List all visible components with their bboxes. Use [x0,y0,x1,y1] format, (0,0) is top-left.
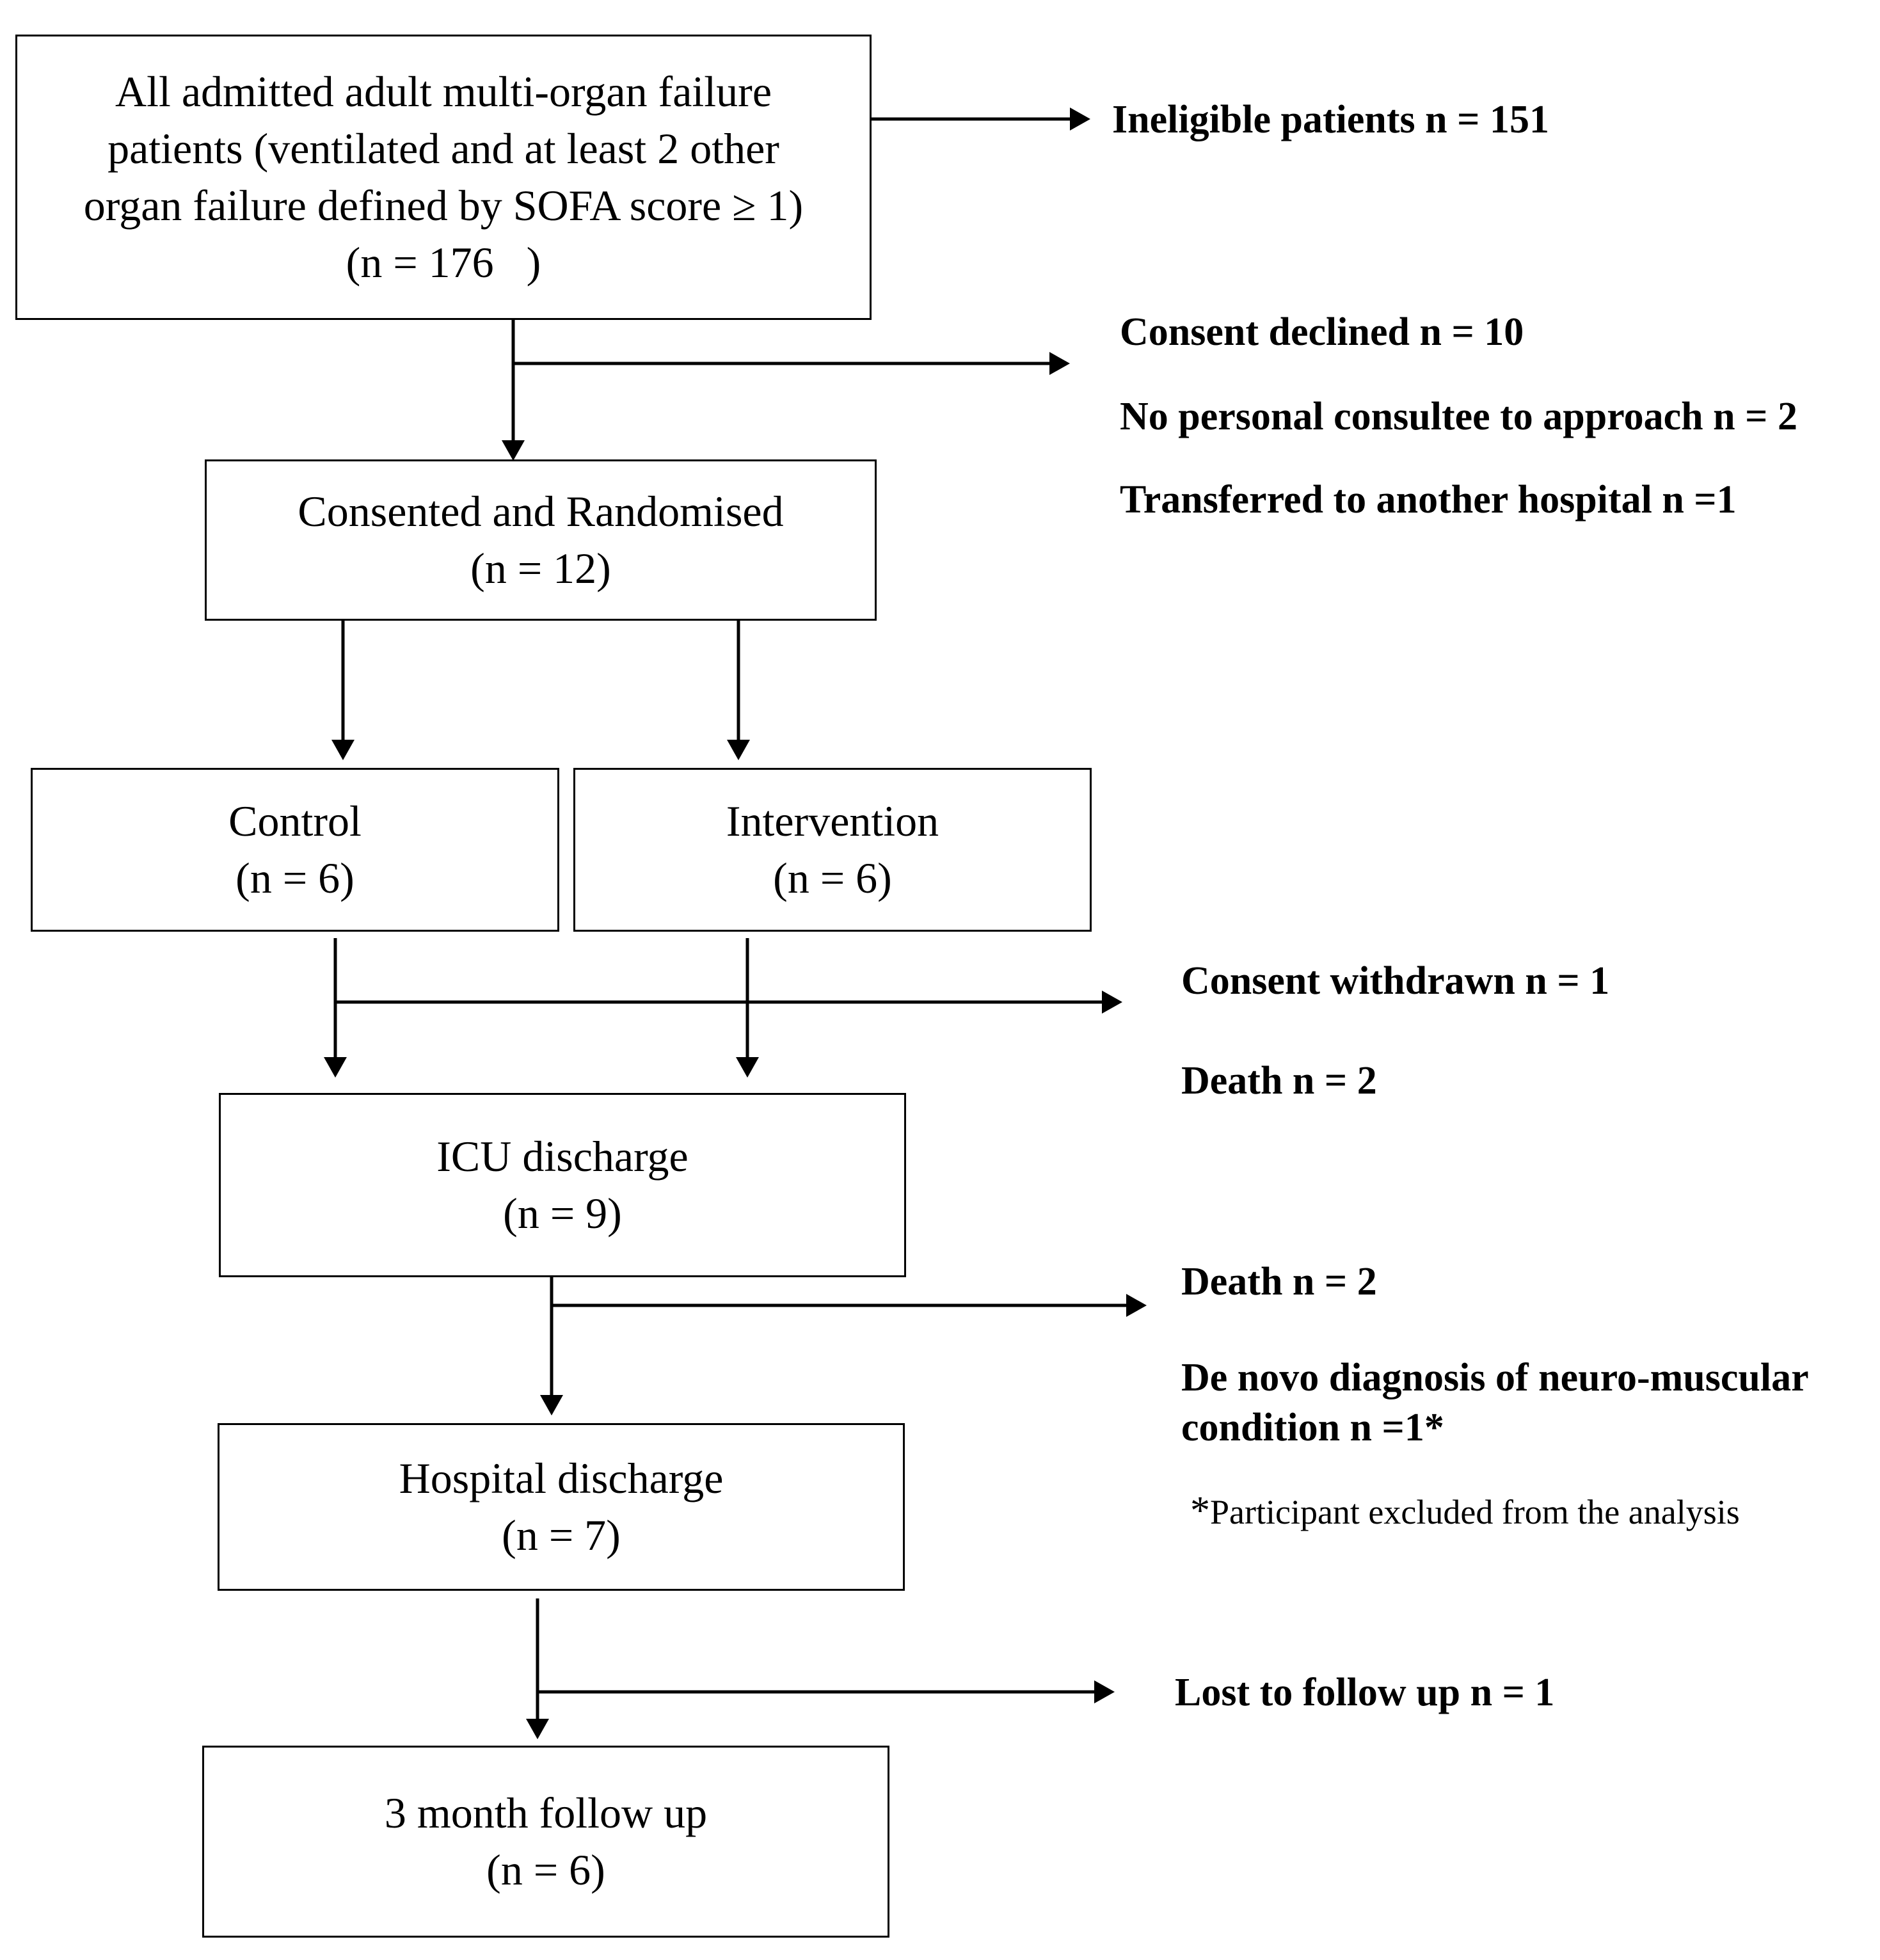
transferred-note: Transferred to another hospital n =1 [1120,478,1737,522]
icu-count: (n = 9) [503,1189,622,1238]
footnote-star: * [1190,1489,1210,1533]
consent-withdrawn-note: Consent withdrawn n = 1 [1181,959,1610,1003]
arrowhead-randomised [502,440,525,461]
admitted-box: All admitted adult multi-organ failure p… [15,35,872,320]
followup-box: 3 month follow up (n = 6) [202,1746,889,1938]
arrowhead-followup [526,1719,549,1739]
death-icu-note: Death n = 2 [1181,1059,1377,1103]
icu-discharge-box: ICU discharge (n = 9) [219,1093,906,1277]
footnote: *Participant excluded from the analysis [1190,1488,1740,1534]
admitted-line-2: patients (ventilated and at least 2 othe… [108,124,779,173]
hospital-title: Hospital discharge [399,1454,724,1502]
admitted-line-3: organ failure defined by SOFA score ≥ 1) [83,181,804,230]
intervention-count: (n = 6) [773,854,892,902]
arrowhead-death-hospital [1126,1294,1147,1317]
arrowhead-control [331,740,354,760]
followup-count: (n = 6) [486,1845,605,1894]
arrowhead-consent-declined [1049,352,1070,375]
control-title: Control [228,797,362,845]
randomised-count: (n = 12) [470,544,611,593]
footnote-text: Participant excluded from the analysis [1210,1493,1740,1531]
intervention-box: Intervention (n = 6) [573,768,1092,932]
arrowhead-intervention [727,740,750,760]
arrowhead-hospital [540,1395,563,1415]
intervention-title: Intervention [726,797,939,845]
ineligible-note: Ineligible patients n = 151 [1112,98,1549,141]
consent-declined-note: Consent declined n = 10 [1120,310,1524,354]
lost-followup-note: Lost to follow up n = 1 [1175,1671,1555,1714]
arrowhead-control-icu [324,1057,347,1078]
no-consultee-note: No personal consultee to approach n = 2 [1120,395,1797,438]
randomised-title: Consented and Randomised [298,487,784,536]
followup-title: 3 month follow up [384,1789,708,1837]
arrowhead-lost [1094,1680,1115,1703]
icu-title: ICU discharge [436,1132,689,1181]
de-novo-note-line-2: condition n =1* [1181,1406,1444,1449]
arrowhead-intervention-icu [736,1057,759,1078]
arrowhead-consent-withdrawn [1102,991,1122,1014]
admitted-line-1: All admitted adult multi-organ failure [115,67,772,116]
control-count: (n = 6) [235,854,354,902]
admitted-line-4: (n = 176 ) [346,238,541,287]
death-hospital-note: Death n = 2 [1181,1260,1377,1303]
randomised-box: Consented and Randomised (n = 12) [205,459,877,621]
de-novo-note-line-1: De novo diagnosis of neuro-muscular [1181,1356,1809,1399]
arrowhead-ineligible [1070,108,1090,131]
hospital-discharge-box: Hospital discharge (n = 7) [218,1423,905,1591]
hospital-count: (n = 7) [502,1511,621,1559]
control-box: Control (n = 6) [31,768,559,932]
